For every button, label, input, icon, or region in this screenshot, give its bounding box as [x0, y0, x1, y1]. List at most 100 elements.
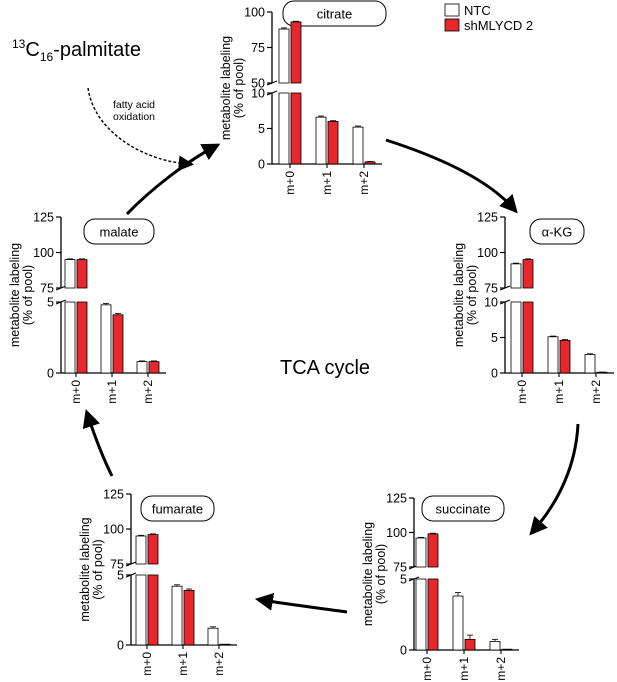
- bar-upper-segment: [76, 259, 88, 289]
- y-axis-label: (% of pool): [21, 265, 35, 325]
- process-label-line-1: fatty acid: [113, 99, 155, 111]
- bar-lower-segment: [522, 301, 534, 374]
- y-tick-label: 100: [386, 526, 407, 540]
- y-tick-label: 5: [258, 122, 265, 136]
- y-tick-label: 5: [491, 331, 498, 345]
- bar: [136, 361, 148, 374]
- bar-upper-segment: [510, 263, 522, 289]
- chart-title-box: [421, 495, 505, 522]
- bar-lower-segment: [510, 301, 522, 374]
- bar: [352, 126, 364, 165]
- legend: NTC shMLYCD 2: [444, 3, 533, 33]
- y-tick-label: 100: [477, 246, 498, 260]
- y-axis-label: metabolite labeling: [452, 243, 466, 347]
- y-tick-label: 5: [400, 573, 407, 587]
- arrow-fumarate-to-malate: [82, 409, 114, 477]
- bar-lower-segment: [290, 92, 302, 165]
- y-tick-label: 75: [40, 282, 54, 296]
- y-tick-label: 100: [244, 6, 265, 20]
- bar-upper-segment: [290, 21, 302, 84]
- y-axis-label: metabolite labeling: [361, 522, 375, 626]
- tracer-isotope: 13: [12, 37, 26, 51]
- bar-lower-segment: [147, 574, 159, 646]
- y-tick-label: 100: [103, 523, 124, 537]
- bar-lower-segment: [76, 301, 88, 374]
- y-tick-label: 75: [110, 558, 124, 572]
- x-tick-label: m+0: [140, 652, 154, 676]
- cycle-label: TCA cycle: [280, 357, 370, 379]
- arrow-succinate-to-fumarate: [254, 592, 348, 614]
- bar-lower-segment: [64, 301, 76, 374]
- x-tick-label: m+2: [589, 380, 603, 404]
- bar-upper-segment: [522, 259, 534, 289]
- bar-upper-segment: [64, 259, 76, 289]
- x-tick-label: m+2: [494, 657, 508, 681]
- y-tick-label: 10: [251, 87, 265, 101]
- bar: [489, 641, 501, 651]
- x-tick-label: m+2: [141, 380, 155, 404]
- chart-title-box: [529, 218, 585, 245]
- bar-lower-segment: [415, 578, 427, 651]
- bar: [219, 643, 231, 646]
- x-tick-label: m+2: [357, 171, 371, 195]
- y-axis-label: (% of pool): [91, 539, 105, 599]
- y-tick-label: 5: [117, 569, 124, 583]
- arrow-citrate-to-akg: [385, 138, 518, 214]
- bar: [464, 638, 476, 651]
- chart-title: succinate: [436, 502, 491, 517]
- y-tick-label: 0: [117, 639, 124, 653]
- bar: [112, 314, 124, 374]
- arrow-akg-to-succinate: [529, 423, 580, 536]
- x-tick-label: m+0: [69, 380, 83, 404]
- y-tick-label: 50: [251, 77, 265, 91]
- bar: [364, 161, 376, 165]
- y-tick-label: 125: [33, 211, 54, 225]
- y-tick-label: 75: [393, 561, 407, 575]
- x-tick-label: m+0: [420, 657, 434, 681]
- bar: [584, 354, 596, 374]
- y-tick-label: 125: [477, 211, 498, 225]
- cycle-arrows: [82, 138, 580, 614]
- y-axis-label: metabolite labeling: [219, 36, 233, 140]
- y-axis-label: (% of pool): [465, 265, 479, 325]
- bar: [207, 627, 219, 646]
- y-tick-label: 0: [258, 158, 265, 172]
- chart-title: malate: [99, 225, 138, 240]
- x-tick-label: m+1: [176, 652, 190, 676]
- tracer-carbon-count: 16: [40, 50, 54, 64]
- bar: [547, 336, 559, 374]
- legend-swatch-ntc: [444, 3, 460, 17]
- process-label-line-2: oxidation: [113, 111, 155, 123]
- bar-lower-segment: [427, 578, 439, 651]
- tracer-element: C: [25, 39, 39, 61]
- chart-title-box: [282, 0, 387, 27]
- y-tick-label: 125: [386, 492, 407, 506]
- bar: [327, 121, 339, 165]
- bar-upper-segment: [415, 537, 427, 568]
- bar: [148, 361, 160, 374]
- x-tick-label: m+1: [105, 380, 119, 404]
- arrow-malate-to-citrate: [125, 143, 221, 216]
- y-axis-label: metabolite labeling: [78, 517, 92, 621]
- legend-swatch-shmlycd: [444, 18, 460, 32]
- bar-lower-segment: [278, 92, 290, 165]
- chart-title-box: [83, 218, 155, 245]
- x-tick-label: m+1: [552, 380, 566, 404]
- y-tick-label: 10: [484, 296, 498, 310]
- x-tick-label: m+2: [212, 652, 226, 676]
- y-tick-label: 0: [491, 367, 498, 381]
- x-tick-label: m+1: [320, 171, 334, 195]
- bar-upper-segment: [135, 535, 147, 565]
- tracer-compound: -palmitate: [53, 39, 141, 61]
- bar: [315, 116, 327, 165]
- y-axis-label: (% of pool): [232, 58, 246, 118]
- bar: [452, 595, 464, 651]
- x-tick-label: m+0: [515, 380, 529, 404]
